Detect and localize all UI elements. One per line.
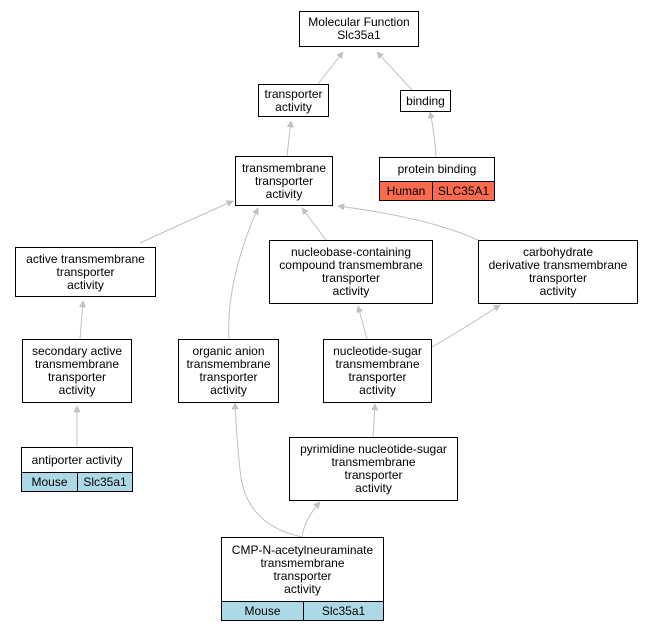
node-protein-binding[interactable]: protein binding Human SLC35A1 [379, 157, 495, 201]
node-secondary-active[interactable]: secondary active transmembrane transport… [22, 339, 132, 403]
node-molecular-function[interactable]: Molecular Function Slc35a1 [299, 11, 419, 47]
node-protein-binding-label: protein binding [397, 162, 477, 176]
edge-cmp-to-pyrimidine [301, 501, 321, 538]
node-nucleobase-containing-label: nucleobase-containing compound transmemb… [279, 245, 423, 298]
annotation-row-mouse: Mouse Slc35a1 [22, 472, 132, 491]
edge-binding-to-mf [376, 51, 413, 91]
node-carbohydrate-derivative-label: carbohydrate derivative transmembrane tr… [488, 245, 628, 298]
edge-pyrimidine-to-nucleotide-sugar [371, 403, 379, 438]
node-transmembrane-transporter-label: transmembrane transporter activity [241, 160, 327, 201]
node-binding-label: binding [406, 93, 445, 108]
node-active-transmembrane[interactable]: active transmembrane transporter activit… [15, 247, 156, 297]
node-pyrimidine-nucleotide-sugar[interactable]: pyrimidine nucleotide-sugar transmembran… [289, 437, 458, 501]
edge-protein-binding-to-binding [427, 111, 437, 158]
edge-secondary-to-active-tm [79, 300, 86, 340]
node-antiporter-activity-label: antiporter activity [31, 452, 123, 467]
node-pyrimidine-nucleotide-sugar-label: pyrimidine nucleotide-sugar transmembran… [300, 442, 447, 495]
node-active-transmembrane-label: active transmembrane transporter activit… [26, 251, 145, 292]
node-transmembrane-transporter[interactable]: transmembrane transporter activity [235, 156, 333, 206]
node-nucleotide-sugar[interactable]: nucleotide-sugar transmembrane transport… [323, 339, 432, 403]
gene-cell-slc35a1-human: SLC35A1 [432, 182, 494, 200]
node-carbohydrate-derivative[interactable]: carbohydrate derivative transmembrane tr… [478, 240, 638, 304]
node-nucleobase-containing[interactable]: nucleobase-containing compound transmemb… [269, 240, 433, 304]
species-cell-human: Human [380, 182, 432, 200]
node-organic-anion-label: organic anion transmembrane transporter … [186, 344, 271, 397]
node-cmp-n-acetylneuraminate[interactable]: CMP-N-acetylneuraminate transmembrane tr… [221, 537, 384, 621]
annotation-row-mouse: Mouse Slc35a1 [222, 601, 383, 620]
edge-transporter-to-mf [317, 51, 344, 85]
edge-nucleotide-sugar-to-nucleobase [356, 305, 368, 340]
gene-cell-slc35a1-mouse: Slc35a1 [303, 602, 383, 620]
annotation-row-human: Human SLC35A1 [380, 181, 494, 200]
node-secondary-active-label: secondary active transmembrane transport… [31, 344, 123, 397]
edge-nucleobase-to-tm [301, 207, 327, 241]
node-antiporter-activity[interactable]: antiporter activity Mouse Slc35a1 [21, 447, 133, 492]
node-nucleotide-sugar-label: nucleotide-sugar transmembrane transport… [333, 344, 422, 397]
edge-nucleotide-sugar-to-carbohydrate [431, 304, 501, 348]
edge-active-tm-to-tm [139, 200, 234, 244]
node-organic-anion[interactable]: organic anion transmembrane transporter … [178, 339, 279, 403]
node-binding[interactable]: binding [400, 90, 451, 112]
edge-carbohydrate-to-tm [337, 203, 479, 241]
edge-organic-anion-to-tm [228, 207, 259, 340]
edge-cmp-to-organic-anion [231, 402, 303, 538]
node-molecular-function-label: Molecular Function Slc35a1 [308, 15, 410, 42]
node-cmp-n-acetylneuraminate-label: CMP-N-acetylneuraminate transmembrane tr… [231, 542, 374, 596]
edge-tm-to-transporter [286, 120, 294, 157]
node-transporter-activity-label: transporter activity [264, 86, 323, 114]
gene-cell-slc35a1-mouse: Slc35a1 [77, 473, 132, 491]
species-cell-mouse: Mouse [222, 602, 303, 620]
node-transporter-activity[interactable]: transporter activity [258, 84, 329, 117]
species-cell-mouse: Mouse [22, 473, 77, 491]
